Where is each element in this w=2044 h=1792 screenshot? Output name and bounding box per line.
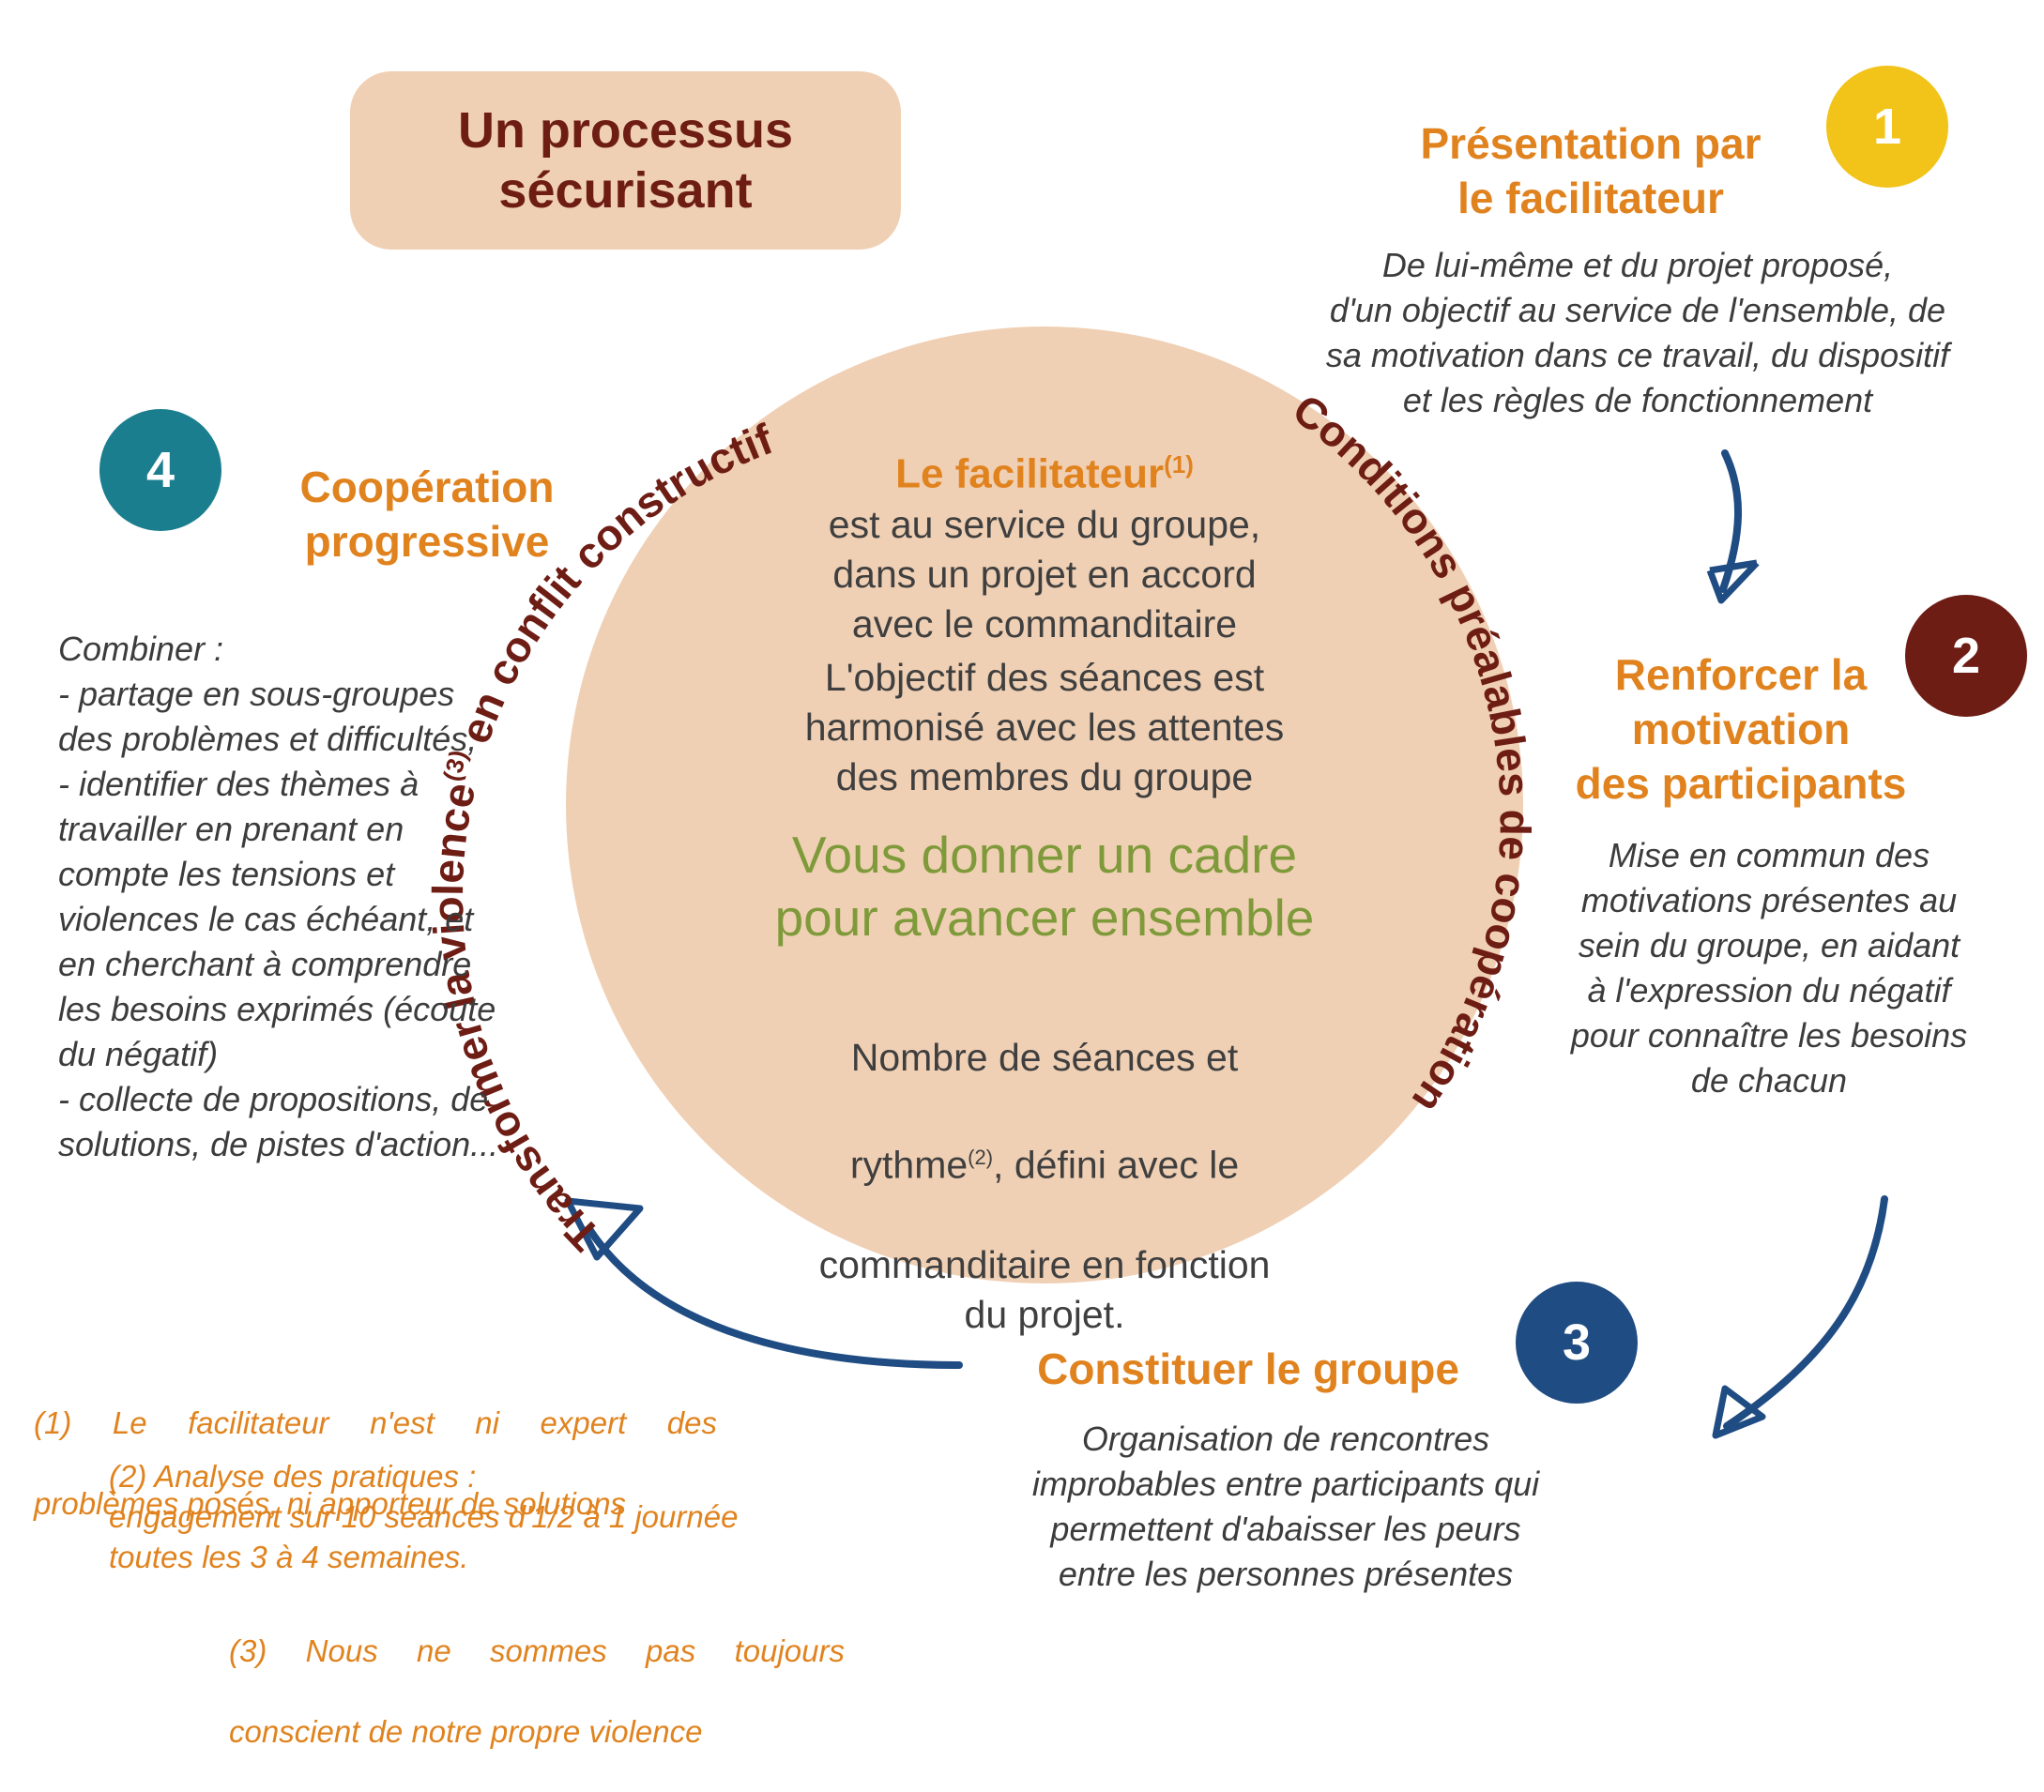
step-2-heading: Renforcer la motivation des participants	[1575, 650, 1907, 808]
central-circle	[566, 327, 1523, 1283]
step-2-badge: 2	[1905, 595, 2027, 717]
arrow-step1-to-step2-head	[1706, 559, 1760, 604]
facilitator-block: Le facilitateur(1) est au service du gro…	[751, 439, 1338, 649]
step-2-description: Mise en commun des motivations présentes…	[1570, 836, 1968, 1100]
footnote-3: (3) Nous ne sommes pas toujours conscien…	[229, 1590, 845, 1792]
arrow-step1-to-step2	[1719, 449, 1743, 593]
objective-text: L'objectif des séances est harmonisé ave…	[804, 656, 1285, 798]
step-3-description: Organisation de rencontres improbables e…	[1031, 1420, 1540, 1593]
facilitator-sup: (1)	[1164, 450, 1194, 478]
footnote-3-line-2: conscient de notre propre violence	[229, 1714, 703, 1749]
step-4-description: Combiner : - partage en sous-groupes des…	[58, 630, 499, 1163]
step-1-heading: Présentation par le facilitateur	[1420, 119, 1762, 222]
footnote-1: (1) Le facilitateur n'est ni expert des …	[34, 1362, 717, 1564]
title-box: Un processus sécurisant	[350, 71, 901, 250]
sessions-defini: , défini avec le	[993, 1143, 1240, 1187]
arrow-step3-to-step4	[586, 1225, 963, 1369]
step-4-badge: 4	[99, 409, 221, 531]
facilitator-title-line: Le facilitateur(1)	[751, 439, 1338, 500]
sessions-sup: (2)	[968, 1146, 994, 1169]
footnote-1-line-1: (1) Le facilitateur n'est ni expert des	[34, 1405, 717, 1440]
sessions-block: Nombre de séances et rythme(2), défini a…	[751, 983, 1338, 1390]
title-line-1: Un processus	[457, 102, 794, 159]
step-3-heading: Constituer le groupe	[1037, 1344, 1459, 1393]
arrow-step2-to-step3	[1723, 1195, 1888, 1430]
facilitator-title: Le facilitateur	[895, 450, 1165, 497]
sessions-line-2: rythme(2), défini avec le	[751, 1132, 1338, 1191]
sessions-line-1: Nombre de séances et	[850, 1036, 1239, 1079]
tagline: Vous donner un cadre pour avancer ensemb…	[774, 826, 1315, 947]
title-line-2: sécurisant	[498, 162, 753, 219]
step-4-heading: Coopération progressive	[299, 463, 555, 566]
arrow-step2-to-step3-head	[1712, 1385, 1766, 1439]
sessions-line-3: commanditaire en fonction du projet.	[818, 1242, 1271, 1336]
sessions-rythme: rythme	[849, 1143, 969, 1187]
step-3-badge: 3	[1516, 1282, 1638, 1404]
step-1-description: De lui-même et du projet proposé, d'un o…	[1325, 246, 1950, 419]
facilitator-text: est au service du groupe, dans un projet…	[828, 502, 1261, 645]
diagram-graphics: Transformer la violence(3) en conflit co…	[423, 327, 1888, 1439]
footnote-3-line-1: (3) Nous ne sommes pas toujours	[229, 1633, 845, 1668]
footnote-2: (2) Analyse des pratiques : engagement s…	[109, 1459, 739, 1574]
step-1-badge: 1	[1826, 66, 1948, 188]
footnote-1-line-2: problèmes posés, ni apporteur de solutio…	[34, 1486, 627, 1521]
arrow-step3-to-step4-head	[564, 1197, 644, 1261]
